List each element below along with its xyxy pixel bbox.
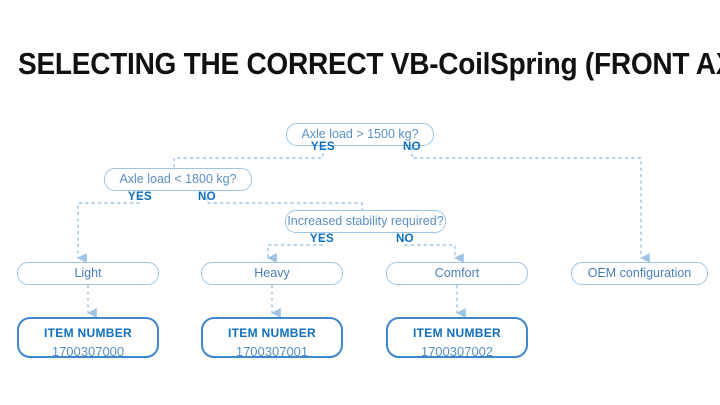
item-number-value: 1700307002 bbox=[420, 344, 494, 359]
branch-label-d3-no: NO bbox=[395, 233, 415, 245]
result-label: Light bbox=[74, 266, 102, 280]
wire-d2-yes bbox=[77, 197, 141, 263]
wire-d3-no bbox=[404, 238, 464, 263]
wire-d1-yes bbox=[173, 147, 324, 168]
decision-label: Increased stability required? bbox=[287, 214, 444, 228]
result-node-comfort[interactable]: Comfort bbox=[386, 262, 528, 285]
decision-node-increased-stability[interactable]: Increased stability required? bbox=[285, 210, 446, 233]
wire-d2-no bbox=[206, 197, 363, 210]
wire-d3-yes bbox=[267, 238, 323, 263]
item-number-value: 1700307000 bbox=[51, 344, 125, 359]
item-number-title: ITEM NUMBER bbox=[228, 326, 316, 340]
decision-label: Axle load < 1800 kg? bbox=[119, 172, 237, 186]
branch-label-d3-yes: YES bbox=[309, 233, 335, 245]
decision-node-axle-load-1500[interactable]: Axle load > 1500 kg? bbox=[286, 123, 434, 146]
item-number-title: ITEM NUMBER bbox=[413, 326, 501, 340]
item-number-title: ITEM NUMBER bbox=[44, 326, 132, 340]
branch-label-d2-yes: YES bbox=[127, 191, 153, 203]
result-node-light[interactable]: Light bbox=[17, 262, 159, 285]
item-number-value: 1700307001 bbox=[235, 344, 309, 359]
item-number-box-light[interactable]: ITEM NUMBER 1700307000 bbox=[17, 317, 159, 359]
page-title: SELECTING THE CORRECT VB-CoilSpring (FRO… bbox=[18, 46, 720, 81]
result-node-heavy[interactable]: Heavy bbox=[201, 262, 343, 285]
result-node-oem-configuration[interactable]: OEM configuration bbox=[571, 262, 708, 285]
decision-node-axle-load-1800[interactable]: Axle load < 1800 kg? bbox=[104, 168, 252, 191]
item-number-box-comfort[interactable]: ITEM NUMBER 1700307002 bbox=[386, 317, 528, 359]
result-label: OEM configuration bbox=[587, 266, 692, 280]
item-number-box-heavy[interactable]: ITEM NUMBER 1700307001 bbox=[201, 317, 343, 359]
branch-label-d2-no: NO bbox=[197, 191, 217, 203]
wire-d1-no bbox=[411, 147, 650, 263]
branch-label-d1-yes: YES bbox=[310, 141, 336, 153]
result-label: Heavy bbox=[254, 266, 290, 280]
branch-label-d1-no: NO bbox=[402, 141, 422, 153]
result-label: Comfort bbox=[434, 266, 480, 280]
decision-label: Axle load > 1500 kg? bbox=[301, 127, 419, 141]
